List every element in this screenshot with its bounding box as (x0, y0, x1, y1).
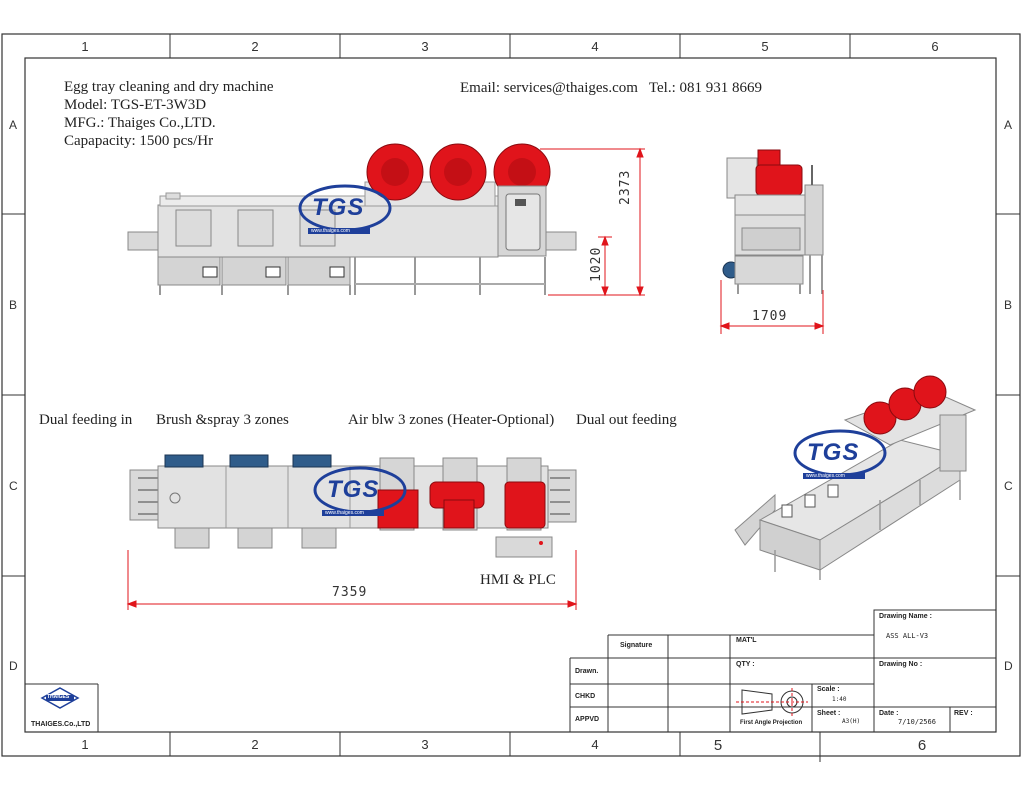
grid-col-top-1: 1 (81, 39, 89, 54)
tb-qty: QTY : (736, 661, 755, 668)
tb-drawing-no: Drawing No : (879, 661, 923, 668)
grid-col-top-6: 6 (931, 39, 939, 54)
tb-projection: First Angle Projection (740, 720, 803, 726)
top-view (129, 454, 577, 558)
grid-col-top-4: 4 (591, 39, 599, 54)
thaiges-logo-icon (40, 687, 80, 709)
side-dimensions (719, 280, 825, 334)
dim-length-total: 7359 (332, 585, 368, 600)
iso-view (734, 375, 977, 580)
header-title: Egg tray cleaning and dry machine (64, 79, 274, 95)
tb-sheet-label: Sheet : (817, 710, 841, 717)
grid-col-top-2: 2 (251, 39, 259, 54)
grid-col-bottom-4: 4 (591, 737, 599, 752)
tb-matl: MAT'L (736, 637, 757, 644)
side-view (722, 149, 824, 294)
grid-col-bottom-1: 1 (81, 737, 89, 752)
header-capacity: Capapacity: 1500 pcs/Hr (64, 133, 214, 149)
grid-col-bottom-6: 6 (917, 737, 927, 754)
dim-height-table: 1020 (589, 246, 604, 282)
grid-row-left-c: C (9, 479, 18, 493)
tb-drawing-name-value: ASS ALL-V3 (886, 632, 929, 640)
dim-height-total: 2373 (618, 169, 633, 205)
tb-drawn: Drawn. (575, 668, 599, 675)
tgs-logo-mark-3: TGS (807, 439, 860, 466)
grid-row-right-d: D (1004, 659, 1013, 673)
tb-drawing-name-label: Drawing Name : (879, 613, 932, 620)
grid-ticks (2, 34, 1020, 762)
grid-col-top-5: 5 (761, 39, 769, 54)
label-dual-out-feeding: Dual out feeding (576, 412, 677, 428)
title-block-lines (25, 609, 997, 732)
label-dual-feeding-in: Dual feeding in (39, 412, 133, 428)
tgs-logo-tagline-1: www.thaiges.com (311, 228, 350, 234)
tb-rev-label: REV : (954, 710, 973, 717)
grid-row-left-d: D (9, 659, 18, 673)
grid-row-left-b: B (9, 298, 18, 312)
header-mfg: MFG.: Thaiges Co.,LTD. (64, 115, 216, 131)
tgs-logo-tagline-3: www.thaiges.com (806, 473, 845, 479)
tb-date-label: Date : (879, 710, 899, 717)
tgs-logo-mark-2: TGS (327, 476, 380, 503)
label-air-blow: Air blw 3 zones (Heater-Optional) (348, 412, 555, 428)
tb-appvd: APPVD (575, 716, 600, 723)
grid-col-bottom-2: 2 (251, 737, 259, 752)
grid-row-right-c: C (1004, 479, 1013, 493)
company-logo-text: THAIGES (47, 694, 70, 700)
tb-scale-value: 1:40 (832, 696, 847, 703)
tb-signature: Signature (620, 642, 653, 649)
tb-scale-label: Scale : (817, 686, 840, 693)
tb-date-value: 7/10/2566 (898, 718, 936, 726)
grid-col-bottom-3: 3 (421, 737, 429, 752)
label-brush-spray: Brush &spray 3 zones (156, 412, 289, 428)
grid-row-left-a: A (9, 118, 18, 132)
tgs-logo-3 (793, 429, 887, 479)
grid-col-top-3: 3 (421, 39, 429, 54)
front-dimensions (540, 147, 645, 297)
tgs-logo-tagline-2: www.thaiges.com (325, 510, 364, 516)
company-name: THAIGES.Co.,LTD (31, 721, 91, 728)
dim-width-side: 1709 (752, 309, 788, 324)
tgs-logo-mark-1: TGS (312, 194, 365, 221)
tb-sheet-value: A3(H) (842, 718, 861, 725)
header-model: Model: TGS-ET-3W3D (64, 97, 207, 113)
tb-chkd: CHKD (575, 693, 596, 700)
grid-row-right-b: B (1004, 298, 1013, 312)
grid-row-right-a: A (1004, 118, 1013, 132)
tgs-logo-1 (298, 184, 392, 234)
top-dimensions (126, 550, 578, 610)
label-hmi-plc: HMI & PLC (480, 572, 556, 588)
tgs-logo-2 (313, 466, 407, 516)
first-angle-projection-icon (736, 688, 808, 716)
header-contact: Email: services@thaiges.com Tel.: 081 93… (460, 80, 763, 96)
grid-col-bottom-5: 5 (713, 737, 723, 754)
